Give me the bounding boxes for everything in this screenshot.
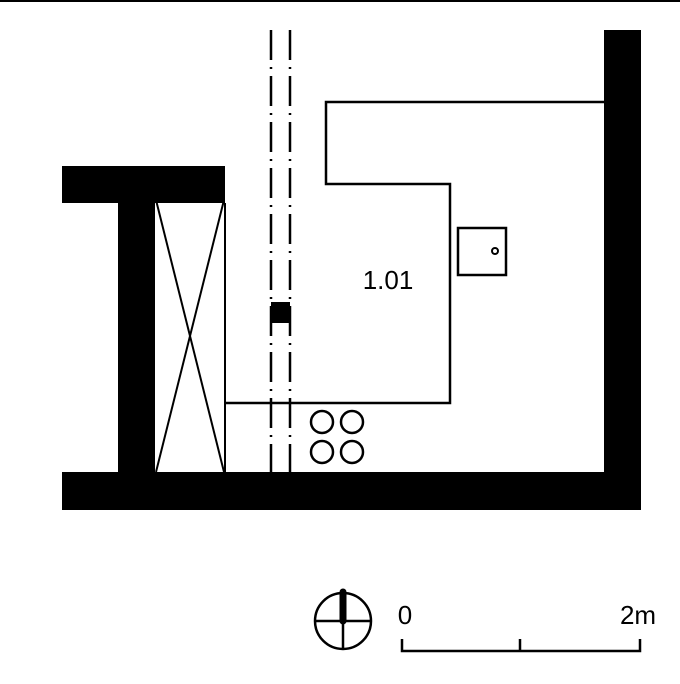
scale-end-label: 2m [620, 600, 656, 630]
counter-outline [225, 100, 604, 405]
north-arrow-icon [313, 588, 373, 651]
column-marker [271, 302, 290, 323]
scale-start-label: 0 [398, 600, 412, 630]
burner-icon [339, 409, 365, 435]
right-wall [604, 30, 641, 510]
burner-icon [339, 439, 365, 465]
burner-icon [309, 409, 335, 435]
walls [62, 30, 641, 510]
scale-bar [400, 639, 642, 653]
left-wall [118, 166, 155, 510]
appliance-knob-icon [491, 247, 499, 255]
axis-lines [269, 30, 292, 472]
hob-burners [309, 409, 365, 465]
appliance-box [456, 226, 508, 277]
bottom-wall [62, 472, 641, 510]
shaft-cross [155, 199, 226, 473]
room-number: 1.01 [363, 265, 414, 295]
burner-icon [309, 439, 335, 465]
